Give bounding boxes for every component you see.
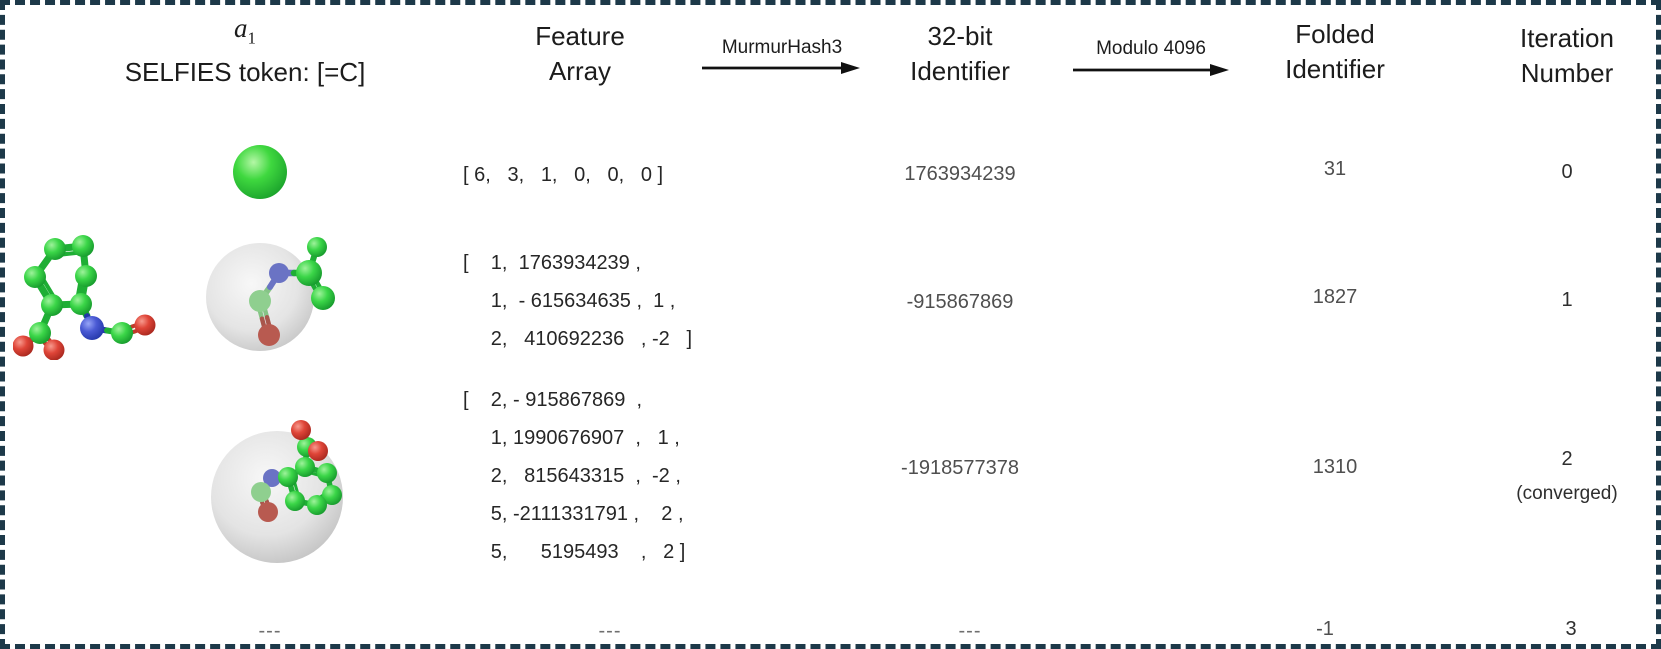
folded-row2: 1827 <box>1312 286 1358 308</box>
radius1-environment-icon <box>206 237 335 351</box>
column-header-iteration: Iteration Number <box>1452 21 1656 91</box>
feature-header-line1: Feature <box>535 21 625 51</box>
hash32-row4-placeholder: --- <box>958 620 982 642</box>
feature-header-line2: Array <box>548 56 612 86</box>
feature-array-row3-line3: 2, 815643315 , -2 , <box>463 465 681 487</box>
token-label: SELFIES token: [=C] <box>124 57 366 88</box>
folded-row3: 1310 <box>1312 456 1358 478</box>
column-header-folded: Folded Identifier <box>1220 17 1450 87</box>
green-atom-sphere-icon <box>233 145 287 199</box>
feature-row4-placeholder: --- <box>598 620 622 642</box>
hash32-row1: 1763934239 <box>904 163 1016 185</box>
molecule-3d-icon <box>13 235 156 360</box>
token-symbol: a1 <box>35 11 455 55</box>
feature-array-row1: [ 6, 3, 1, 0, 0, 0 ] <box>463 164 664 186</box>
feature-array-row3-line5: 5, 5195493 , 2 ] <box>463 541 686 563</box>
folded-header-line1: Folded <box>1295 19 1375 49</box>
column-header-token: a1 SELFIES token: [=C] <box>35 11 455 90</box>
feature-array-row3-line2: 1, 1990676907 , 1 , <box>463 427 680 449</box>
folded-row4: -1 <box>1316 618 1334 640</box>
iteration-header-line1: Iteration <box>1520 23 1614 53</box>
column-header-32bit: 32-bit Identifier <box>845 19 1075 89</box>
iteration-header-line2: Number <box>1520 58 1614 88</box>
hash32-row2: -915867869 <box>906 291 1014 313</box>
bit32-header-line2: Identifier <box>910 56 1010 86</box>
murmurhash3-arrow-icon <box>702 62 860 74</box>
bit32-header-line1: 32-bit <box>927 21 993 51</box>
feature-array-row2: [ 1, 1763934239 , 1, - 615634635 , 1 , 2… <box>463 244 692 358</box>
token-variable: a <box>234 13 248 43</box>
radius2-environment-icon <box>211 420 343 563</box>
feature-array-row3-line1: [ 2, - 915867869 , <box>463 389 643 411</box>
feature-array-row3-line4: 5, -2111331791 , 2 , <box>463 503 684 525</box>
folded-header-line2: Identifier <box>1285 54 1385 84</box>
feature-array-row3: [ 2, - 915867869 , 1, 1990676907 , 1 , 2… <box>463 381 685 571</box>
iteration-row1: 0 <box>1561 161 1573 183</box>
feature-array-row2-line2: 1, - 615634635 , 1 , <box>463 290 676 312</box>
iteration-row3-note: (converged) <box>1516 483 1618 504</box>
column-header-feature-array: Feature Array <box>465 19 695 89</box>
modulo-label: Modulo 4096 <box>1096 38 1206 59</box>
murmurhash3-label: MurmurHash3 <box>721 37 843 58</box>
iteration-row3: 2 <box>1561 448 1573 470</box>
feature-array-row2-line1: [ 1, 1763934239 , <box>463 252 641 274</box>
feature-array-row2-line3: 2, 410692236 , -2 ] <box>463 328 693 350</box>
modulo-arrow-icon <box>1073 64 1229 76</box>
token-subscript: 1 <box>247 28 257 48</box>
token-row4-placeholder: --- <box>258 620 282 642</box>
iteration-row4: 3 <box>1565 618 1577 640</box>
folded-row1: 31 <box>1323 158 1347 180</box>
iteration-row2: 1 <box>1561 289 1573 311</box>
hash32-row3: -1918577378 <box>901 457 1019 479</box>
